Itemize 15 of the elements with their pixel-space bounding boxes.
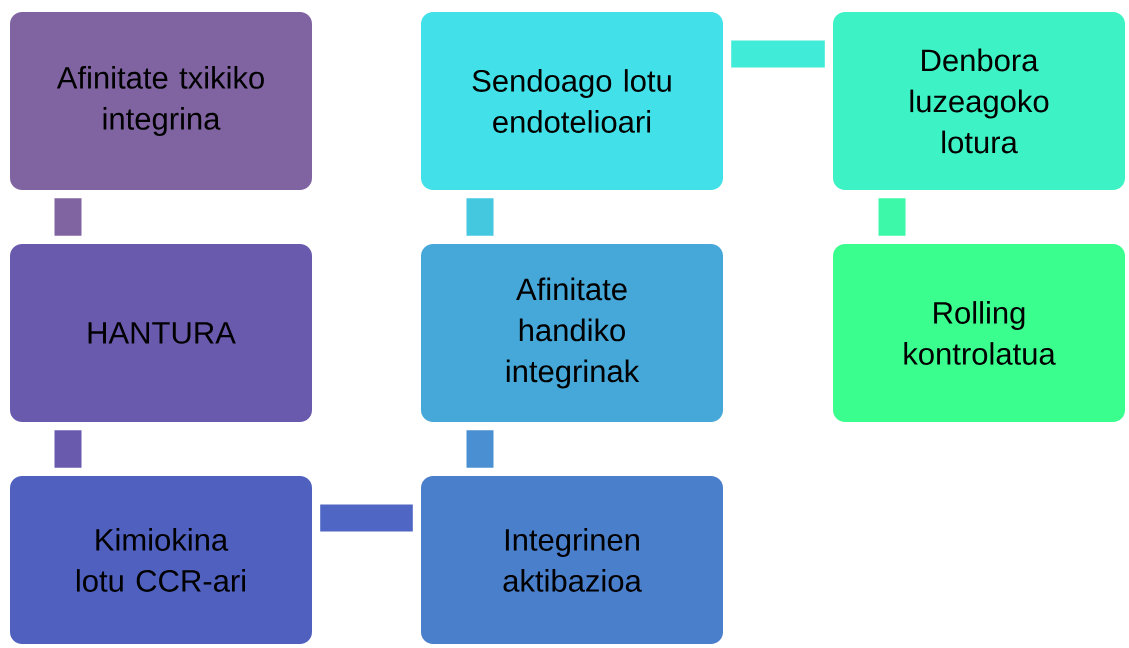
connector-bar xyxy=(320,504,413,532)
connector-bar xyxy=(54,430,82,468)
connector-bar xyxy=(466,430,494,468)
process-box: Rolling kontrolatua xyxy=(833,244,1125,422)
process-box: Afinitate handiko integrinak xyxy=(421,244,723,422)
connector-bar xyxy=(54,198,82,236)
process-box: Afinitate txikiko integrina xyxy=(10,12,312,190)
connector-bar xyxy=(466,198,494,236)
process-box: Integrinen aktibazioa xyxy=(421,476,723,644)
connector-bar xyxy=(731,40,825,68)
process-box: HANTURA xyxy=(10,244,312,422)
process-box: Kimiokina lotu CCR-ari xyxy=(10,476,312,644)
connector-bar xyxy=(878,198,906,236)
process-box: Sendoago lotu endotelioari xyxy=(421,12,723,190)
process-box: Denbora luzeagoko lotura xyxy=(833,12,1125,190)
